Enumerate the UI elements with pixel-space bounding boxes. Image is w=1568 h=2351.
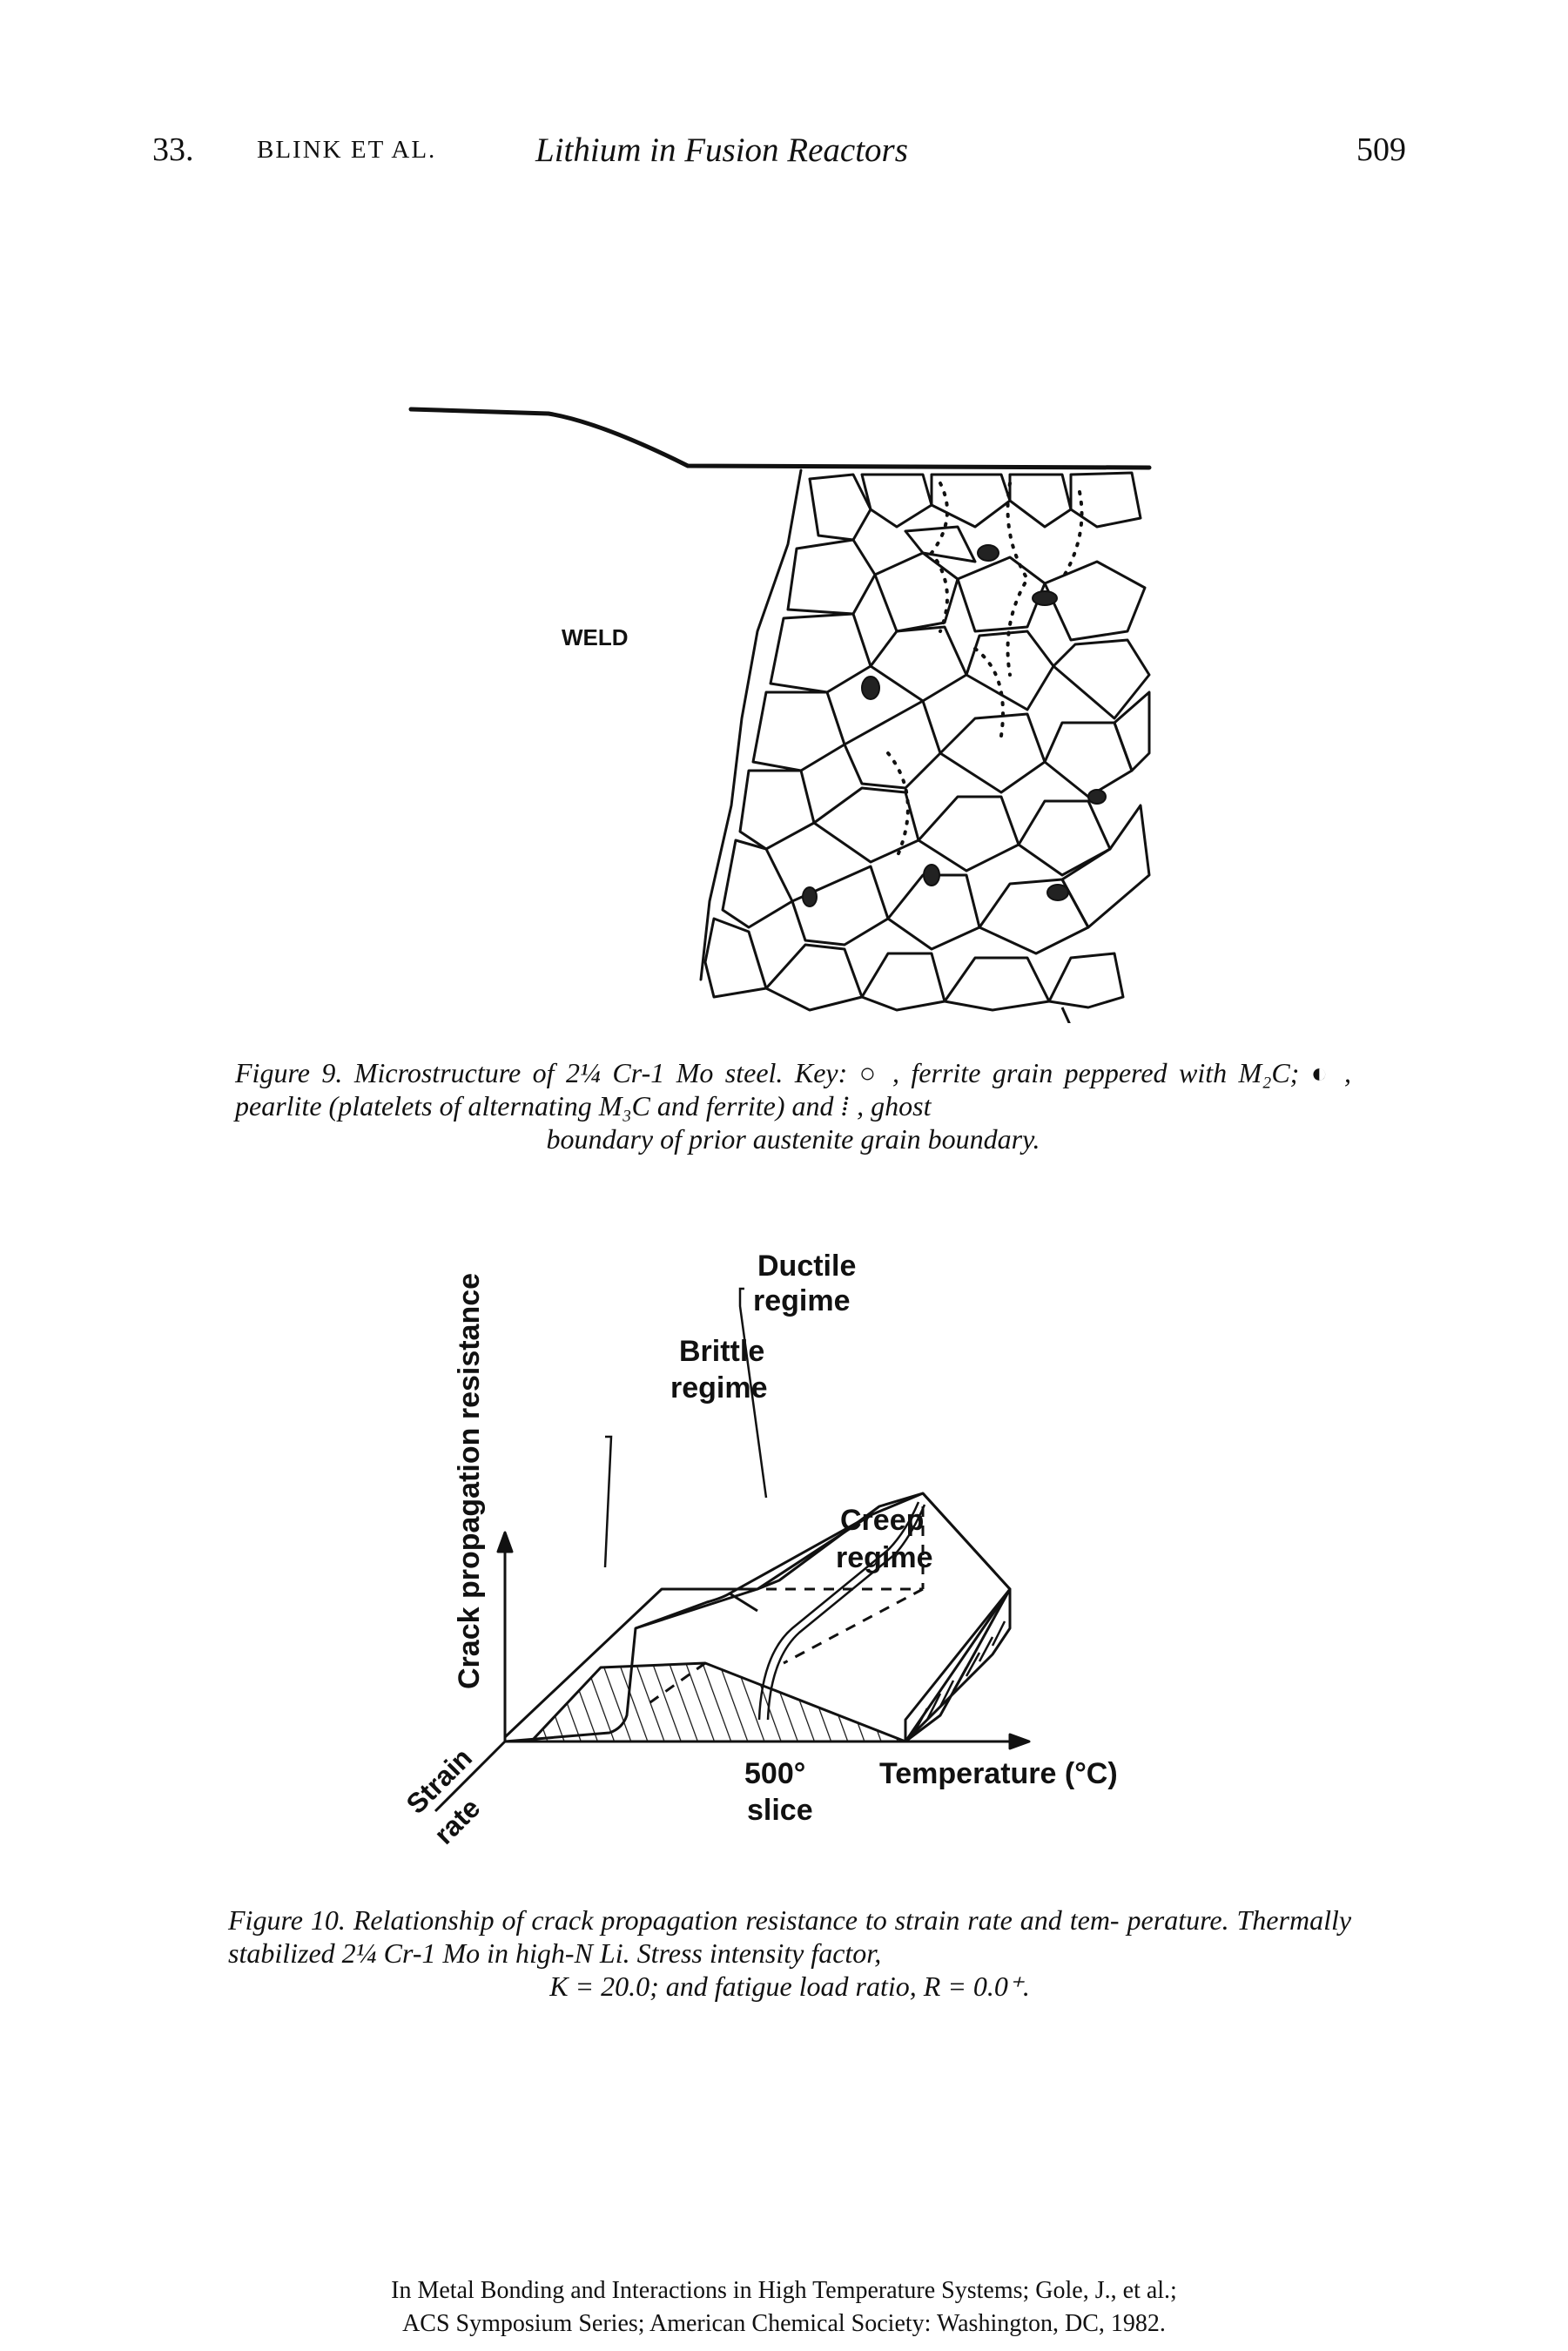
y-axis-arrow [496,1531,514,1553]
figure-10-label: Figure 10. [228,1904,346,1936]
weld-surface-line [408,407,1152,470]
ridge-line [635,1492,924,1630]
grain [873,551,959,633]
pearlite-patch [1087,789,1107,805]
grain [786,538,877,616]
grain [738,769,816,851]
ductile-leader [738,1287,768,1499]
brittle-leader [603,1435,613,1568]
chapter-number: 33. [152,131,194,168]
figure-9-microstructure [408,407,1152,1023]
figure-10-caption-line-1: Relationship of crack propagation resist… [353,1904,1120,1936]
pearlite-patch [1046,884,1069,901]
grain [939,712,1046,794]
figure-9-caption-line-3: boundary of prior austenite grain bounda… [546,1123,1040,1155]
citation-line-1: In Metal Bonding and Interactions in Hig… [391,2277,1177,2304]
figure-10-caption: Figure 10. Relationship of crack propaga… [228,1903,1351,2003]
x-axis-arrow [1008,1733,1031,1750]
y-axis-label: Crack propagation resistance [453,1273,486,1689]
x-axis-label: Temperature (°C) [879,1757,1118,1790]
citation-line-2: ACS Symposium Series; American Chemical … [402,2310,1166,2337]
grain [843,699,942,790]
grain [1017,799,1112,877]
depth-axis [434,1740,507,1813]
end-strip [904,1587,1012,1743]
ghost-boundary [1060,490,1084,581]
ridge-front [729,1513,871,1595]
fusion-boundary [699,468,803,981]
grain [791,865,890,946]
pearlite-patch [861,676,880,700]
grain [869,625,968,703]
grain [1069,471,1142,529]
brittle-label-2: regime [670,1371,768,1405]
grain [1008,473,1073,529]
pearlite-patch [923,864,940,886]
figure-9-label: Figure 9. [235,1057,343,1088]
grain [917,795,1020,872]
grain [1047,952,1125,1009]
grain [965,630,1055,711]
authors: BLINK ET AL. [257,136,437,164]
grain [751,690,846,772]
brittle-label-1: Brittle [679,1335,764,1368]
grain [860,952,946,1012]
ghost-boundary [886,751,910,859]
transition-curve [757,1501,920,1721]
figure-10-caption-line-2: perature. Thermally stabilized 2¼ Cr-1 M… [228,1904,1352,1969]
ductile-label-2: regime [753,1284,851,1317]
creep-label-1: Creep [840,1504,924,1537]
grain [721,839,794,929]
ductile-label-1: Ductile [757,1250,856,1283]
grain [769,612,872,694]
slice-label-1: 500° [744,1757,805,1790]
grain [904,525,977,563]
grain [860,473,933,529]
figure-9-caption-line-1: Microstructure of 2¼ Cr-1 Mo steel. Key:… [353,1057,1168,1088]
grain [812,786,920,864]
figure-10-diagram: Crack propagation resistance Temperature… [400,1250,1118,1850]
grain [764,943,864,1012]
creep-dashed-diagonal [783,1587,924,1665]
slice-dashed [643,1661,706,1708]
grain [1060,804,1151,929]
grain [886,873,981,951]
slice-label-2: slice [747,1794,813,1827]
grain [930,473,1012,529]
transition-curve-2 [766,1504,926,1721]
pearlite-patch [802,886,818,907]
ghost-boundary [973,647,1005,738]
creep-label-2: regime [836,1541,933,1574]
slice-500 [529,1661,907,1743]
grain [1052,638,1151,720]
figure-9-caption: Figure 9. Microstructure of 2¼ Cr-1 Mo s… [235,1056,1351,1155]
grain [1113,690,1151,772]
grain [808,473,872,542]
ghost-boundary [1006,482,1030,677]
pearlite-patch [1032,590,1058,606]
grain [703,917,768,999]
grain [943,956,1051,1012]
figure-9-caption-line-2: with M₂C; ◐ , pearlite (platelets of alt… [235,1057,1352,1122]
running-title: Lithium in Fusion Reactors [535,131,908,169]
page-number: 509 [1356,131,1406,168]
figure-10-caption-line-3: K = 20.0; and fatigue load ratio, R = 0.… [549,1970,1030,2002]
pearlite-patch [977,544,999,562]
grain [978,878,1090,955]
grain [1043,560,1147,642]
weld-label: WELD [562,624,629,650]
right-bottom-face [905,1588,1012,1743]
running-header: 33. BLINK ET AL. Lithium in Fusion React… [152,131,1406,183]
grain-tail [1060,1007,1071,1023]
grain [956,556,1046,633]
citation-footer: In Metal Bonding and Interactions in Hig… [0,2274,1568,2341]
ghost-boundary [929,482,949,633]
